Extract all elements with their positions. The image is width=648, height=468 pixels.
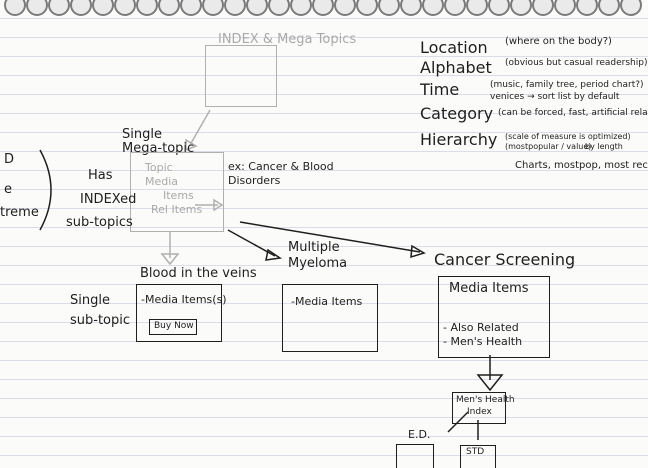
latch-time-note: (music, family tree, period chart?) bbox=[490, 80, 644, 90]
index-title: INDEX & Mega Topics bbox=[218, 32, 357, 47]
blood-item: -Media Items(s) bbox=[141, 293, 227, 306]
margin-text-d: D bbox=[4, 152, 15, 167]
myeloma-title: Multiple Myeloma bbox=[288, 240, 348, 271]
latch-hierarchy-note2: (mostpopular / value) bbox=[505, 142, 592, 151]
index-table bbox=[205, 45, 277, 107]
latch-hierarchy-note: (scale of measure is optimized) bbox=[505, 132, 631, 141]
buy-now-button[interactable]: Buy Now bbox=[149, 319, 197, 335]
mega-card-line1: Topic bbox=[145, 161, 173, 174]
latch-alphabet: Alphabet bbox=[420, 58, 492, 77]
cancer-also-related: - Also Related bbox=[443, 321, 519, 334]
mega-card-line3: Items bbox=[163, 189, 194, 202]
latch-hierarchy-note3: by length bbox=[585, 142, 623, 151]
latch-time-note2: venices → sort list by default bbox=[490, 92, 620, 102]
margin-text-treme: treme bbox=[0, 205, 39, 220]
cancer-media-items: Media Items bbox=[449, 281, 529, 296]
mens-index-line1: Men's Health bbox=[456, 395, 515, 405]
blood-card: -Media Items(s) Buy Now bbox=[136, 284, 227, 342]
blood-title: Blood in the veins bbox=[140, 266, 257, 281]
ed-label: E.D. bbox=[408, 428, 431, 441]
margin-text-e: e bbox=[4, 182, 12, 197]
latch-time: Time bbox=[420, 80, 460, 99]
note-has: Has bbox=[88, 168, 113, 183]
latch-category: Category bbox=[420, 104, 494, 123]
std-label: STD bbox=[466, 447, 485, 457]
cancer-mens-health: - Men's Health bbox=[443, 335, 523, 348]
latch-alphabet-note: (obvious but casual readership) bbox=[505, 58, 648, 68]
latch-location-note: (where on the body?) bbox=[505, 36, 612, 47]
std-card bbox=[460, 445, 496, 468]
myeloma-card: -Media Items bbox=[282, 284, 378, 352]
mega-topic-card: Topic Media Items Rel Items bbox=[130, 152, 224, 232]
cancer-card: Media Items - Also Related - Men's Healt… bbox=[438, 276, 550, 358]
single-subtopic-label1: Single bbox=[70, 293, 110, 308]
single-mega-example: ex: Cancer & Blood Disorders bbox=[228, 160, 334, 187]
latch-category-note: (can be forced, fast, artificial relatio… bbox=[498, 108, 648, 118]
ed-card bbox=[396, 444, 434, 468]
mega-card-line2: Media bbox=[145, 175, 179, 188]
mens-health-index-card: Men's Health Index bbox=[452, 392, 515, 424]
cancer-title: Cancer Screening bbox=[434, 250, 576, 269]
mega-card-line4: Rel Items bbox=[151, 203, 203, 216]
myeloma-item: -Media Items bbox=[291, 295, 363, 308]
latch-location: Location bbox=[420, 38, 488, 57]
mens-index-line2: Index bbox=[467, 407, 492, 417]
single-subtopic-label2: sub-topic bbox=[70, 313, 131, 328]
buy-now-label: Buy Now bbox=[154, 321, 194, 331]
note-subtopics: sub-topics bbox=[66, 215, 133, 230]
note-indexed: INDEXed bbox=[80, 192, 137, 207]
latch-hierarchy-note4: Charts, mostpop, most recent bbox=[515, 160, 648, 171]
latch-hierarchy: Hierarchy bbox=[420, 130, 498, 149]
